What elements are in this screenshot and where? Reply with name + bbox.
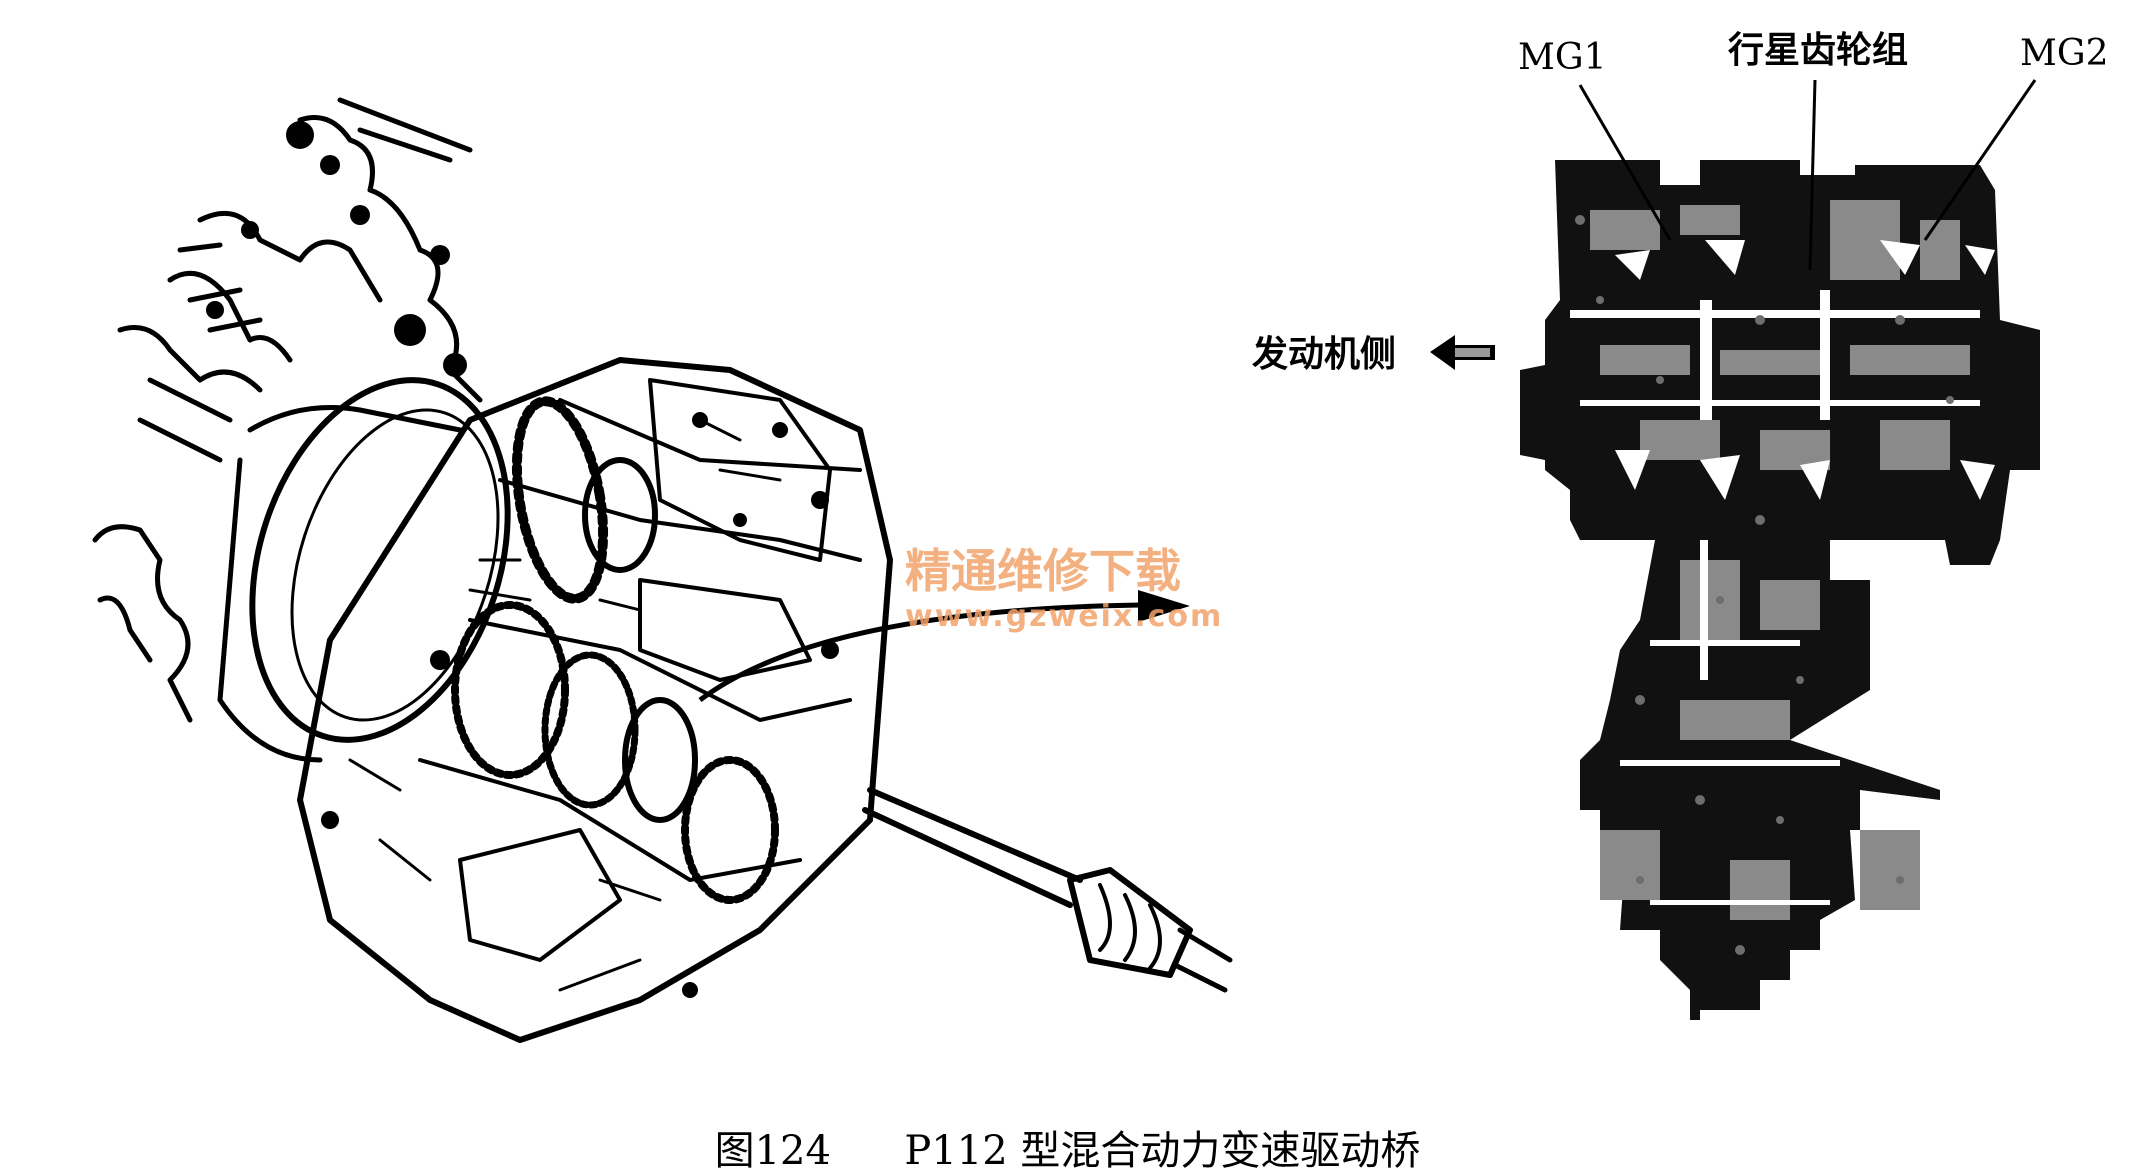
mg2-leader-line (1923, 79, 2037, 241)
mg1-label: MG1 (1518, 37, 1607, 78)
caption-title: P112 型混合动力变速驱动桥 (904, 1128, 1421, 1174)
mg2-label: MG2 (2020, 33, 2109, 74)
mg1-leader-line (1578, 84, 1672, 241)
engine-side-label: 发动机侧 (1252, 333, 1397, 375)
arrow-to-cross-section (698, 590, 1190, 703)
transaxle-cross-section (1430, 79, 2040, 1020)
caption-figure-number: 图124 (714, 1128, 831, 1174)
planetary-leader-line (1808, 79, 1817, 271)
watermark-title: 精通维修下载 (905, 544, 1181, 598)
transaxle-3d-drawing (92, 97, 1233, 1043)
figure-caption: 图124 P112 型混合动力变速驱动桥 (0, 1118, 2135, 1176)
planetary-gear-label: 行星齿轮组 (1728, 29, 1909, 71)
watermark-url: www.gzweix.com (905, 599, 1224, 634)
engine-side-arrow-icon (1430, 335, 1495, 370)
